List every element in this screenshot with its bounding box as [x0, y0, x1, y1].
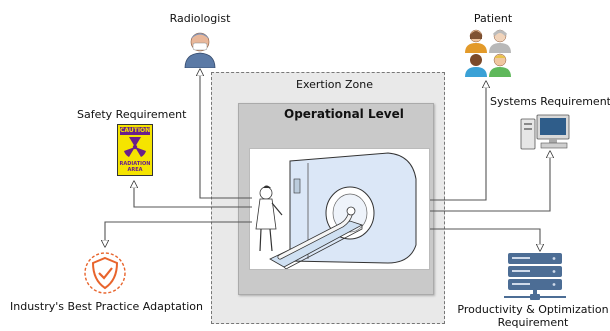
caution-sign-line2: RADIATION	[119, 161, 151, 167]
caution-sign-line3: AREA	[127, 167, 143, 173]
safety-requirement-label: Safety Requirement	[77, 108, 187, 121]
caution-sign-header: CAUTION	[120, 127, 151, 135]
patient-label: Patient	[473, 12, 513, 25]
patient-group-icon	[465, 29, 511, 77]
radiologist-icon	[184, 32, 216, 68]
ct-scanner-icon	[255, 152, 417, 270]
productivity-label-line1: Productivity & Optimization	[457, 303, 609, 316]
radiation-trefoil-icon	[124, 135, 146, 157]
arrow-to-systems	[430, 152, 550, 212]
computer-icon	[520, 114, 570, 150]
arrow-to-productivity	[430, 228, 540, 250]
radiologist-label: Radiologist	[169, 12, 231, 25]
systems-requirement-label: Systems Requirement	[490, 95, 610, 108]
operational-level-title: Operational Level	[284, 107, 404, 121]
server-icon	[504, 253, 566, 300]
exertion-zone-title: Exertion Zone	[296, 78, 373, 91]
industry-best-practice-label: Industry's Best Practice Adaptation	[10, 300, 203, 313]
arrow-to-patient	[430, 82, 486, 201]
arrow-to-radiologist	[200, 70, 252, 199]
shield-check-icon	[84, 252, 126, 294]
arrow-to-safety	[134, 182, 252, 208]
arrow-to-industry	[105, 221, 252, 246]
productivity-label-line2: Requirement	[497, 316, 569, 329]
caution-sign-icon: CAUTION RADIATION AREA	[117, 124, 153, 176]
ct-scanner-illustration	[249, 148, 430, 270]
